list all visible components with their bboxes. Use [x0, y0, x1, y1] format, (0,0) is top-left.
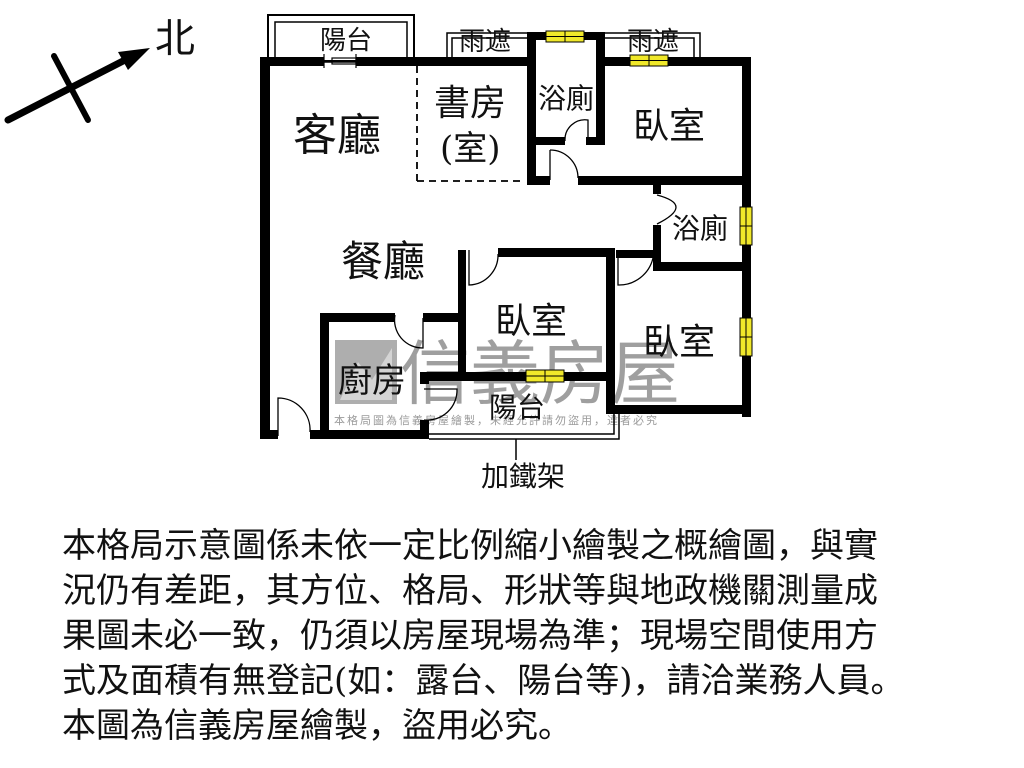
watermark-notice: 本格局圖為信義房屋繪製，未經允許請勿盜用，違者必究	[334, 413, 659, 427]
room-label-balcony-top: 陽台	[320, 26, 372, 56]
room-label-bedroom-middle: 臥室	[495, 301, 567, 342]
disclaimer-line: 本圖為信義房屋繪製，盜用必究。	[62, 706, 572, 746]
study-partition	[416, 66, 520, 182]
disclaimer: 本格局示意圖係未依一定比例縮小繪製之概繪圖，與實 況仍有差距，其方位、格局、形狀…	[62, 524, 1002, 749]
room-label-study-2: (室)	[440, 129, 501, 169]
door-right-bath	[656, 194, 677, 225]
door-bedroom-middle	[468, 250, 499, 286]
room-label-study-1: 書房	[434, 83, 506, 124]
door-bedroom-bottom-right	[617, 257, 654, 286]
room-label-canopy-left: 雨遮	[459, 27, 511, 57]
door-balcony-bottom	[423, 388, 458, 421]
balcony-door	[323, 54, 357, 68]
disclaimer-line: 本格局示意圖係未依一定比例縮小繪製之概繪圖，與實	[62, 526, 878, 566]
balcony-bottom-outline	[429, 413, 620, 460]
compass-label: 北	[155, 16, 195, 62]
room-label-canopy-right: 雨遮	[627, 27, 679, 57]
door-kitchen	[393, 314, 424, 349]
room-label-living: 客廳	[293, 110, 381, 161]
floor-plan: 北 信義房屋 本格局圖為信義房屋繪製，未經允許請勿盜用，違者必究	[4, 14, 753, 493]
north-arrow-icon	[4, 48, 150, 124]
room-label-bath-top: 浴廁	[538, 82, 594, 115]
windows	[525, 30, 753, 383]
room-label-dining: 餐廳	[341, 237, 425, 286]
room-label-balcony-bottom: 陽台	[489, 391, 545, 424]
balcony-top-outline	[267, 14, 415, 63]
room-label-kitchen: 廚房	[338, 361, 406, 401]
door-top-bath	[564, 119, 589, 142]
room-label-bedroom-bottom-right: 臥室	[643, 322, 715, 363]
disclaimer-line: 式及面積有無登記(如：露台、陽台等)，請洽業務人員。	[62, 661, 905, 701]
room-label-bath-right: 浴廁	[672, 212, 728, 245]
door-hall-top	[549, 149, 579, 179]
canopy-outlines	[446, 32, 701, 60]
room-label-bedroom-top: 臥室	[633, 106, 705, 147]
room-label-iron-rack: 加鐵架	[481, 460, 565, 493]
door-entrance	[277, 397, 311, 436]
doors	[277, 119, 677, 436]
disclaimer-line: 況仍有差距，其方位、格局、形狀等與地政機關測量成	[62, 571, 878, 611]
disclaimer-line: 果圖未必一致，仍須以房屋現場為準；現場空間使用方	[62, 616, 878, 656]
